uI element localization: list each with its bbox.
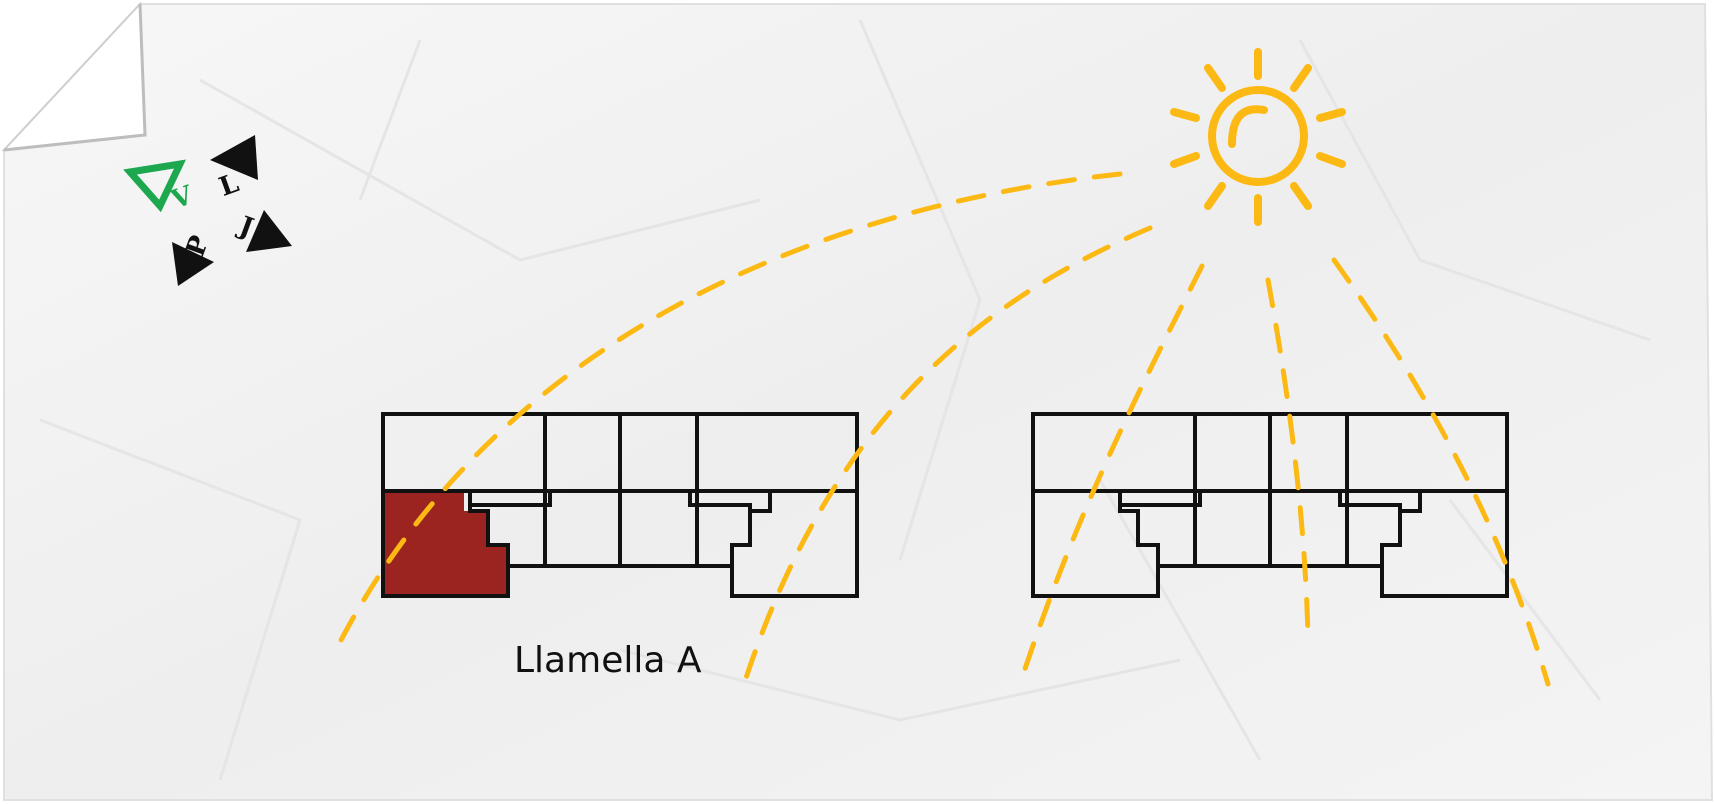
ray-path-4 bbox=[1265, 277, 1311, 639]
logo-triangle-top-right bbox=[210, 135, 258, 180]
paper-sheet bbox=[3, 3, 1714, 801]
ray-path-1 bbox=[337, 171, 1123, 645]
ray-path-5 bbox=[1331, 257, 1551, 687]
ray-path-2 bbox=[741, 225, 1153, 687]
building-b-outline bbox=[1031, 412, 1509, 598]
sun-ray-paths bbox=[337, 171, 1551, 687]
logo-green-triangle bbox=[123, 159, 187, 213]
building-label: Llamella A bbox=[514, 640, 702, 681]
sun-rays bbox=[1170, 48, 1346, 226]
logo-triangle-bottom-right bbox=[246, 210, 292, 252]
logo-triangle-bottom-left bbox=[172, 242, 214, 286]
building-a bbox=[381, 412, 859, 598]
ray-path-3 bbox=[1017, 263, 1205, 687]
paper-folded-corner bbox=[1, 1, 147, 152]
building-b bbox=[1031, 412, 1509, 598]
unit-highlighted bbox=[383, 491, 508, 596]
sun-icon bbox=[1170, 48, 1346, 226]
